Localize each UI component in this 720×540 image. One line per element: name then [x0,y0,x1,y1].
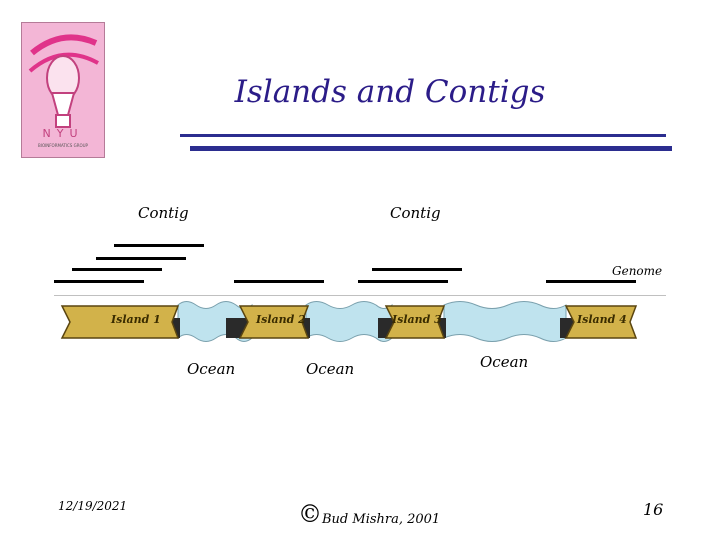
island-ribbon-4 [560,305,638,339]
ocean-label-3: Ocean [480,353,529,371]
ocean-label-2: Ocean [306,360,355,378]
genome-label: Genome [612,264,663,278]
island-label-3: Island 3 [392,313,442,326]
island-label-4: Island 4 [577,313,627,326]
nyu-logo: NYU BIOINFORMATICS GROUP [21,22,105,158]
contig-fragment [372,268,462,271]
contig-label-2: Contig [390,204,441,222]
logo-text-sub: BIOINFORMATICS GROUP [38,143,88,148]
copyright-icon: © [298,500,322,528]
slide-date: 12/19/2021 [58,499,128,513]
ocean-label-1: Ocean [187,360,236,378]
contig-fragment [72,268,162,271]
contig-fragment [234,280,324,283]
contig-fragment [54,280,144,283]
torch-logo-icon [28,34,99,128]
logo-text-main: NYU [42,127,84,140]
title-rule-bottom [190,146,672,151]
contig-fragment [358,280,448,283]
island-label-1: Island 1 [111,313,161,326]
island-ribbon-3 [378,305,446,339]
title-rule-top [180,134,666,137]
island-ribbon-1 [60,305,180,339]
slide-credit: Bud Mishra, 2001 [322,512,441,527]
contig-fragment [546,280,636,283]
contig-label-1: Contig [138,204,189,222]
genome-line [54,295,666,296]
contig-fragment [96,257,186,260]
contig-fragment [114,244,204,247]
ocean-shape-3 [443,301,567,342]
island-label-2: Island 2 [256,313,306,326]
page-number: 16 [643,500,664,519]
island-ribbon-2 [226,305,310,339]
slide-title: Islands and Contigs [234,74,546,110]
